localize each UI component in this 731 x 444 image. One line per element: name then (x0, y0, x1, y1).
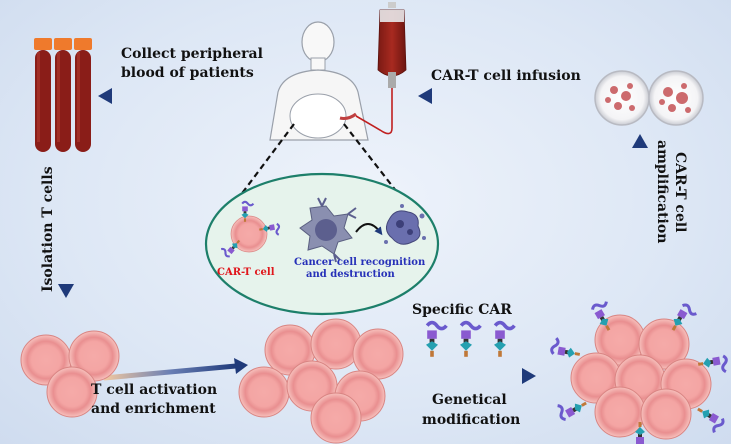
label-activation-2: and enrichment (91, 401, 216, 417)
zoom-line-left (239, 123, 295, 197)
label-amplification-1: CAR-T cell (672, 152, 688, 233)
recognition-ellipse (204, 172, 440, 316)
enriched-t-cells-group (238, 318, 404, 444)
arrow-collect-head (98, 88, 112, 104)
destroyed-cell-icon (384, 204, 426, 245)
cancer-cell-icon (299, 197, 357, 263)
car-t-cluster (549, 297, 730, 444)
arrows (58, 88, 648, 384)
arrow-infusion-head (418, 88, 432, 104)
label-genetical-2: modification (422, 412, 520, 428)
label-amplification-2: amplification (654, 140, 670, 243)
label-infusion: CAR-T cell infusion (431, 68, 581, 84)
label-isolation: Isolation T cells (40, 166, 56, 292)
zoom-line-right (343, 123, 401, 197)
label-car-t-cell: CAR-T cell (217, 267, 275, 278)
blood-tubes-icon (34, 38, 92, 152)
label-collect-2: blood of patients (121, 65, 254, 81)
label-recognition-2: and destruction (306, 269, 396, 280)
arrow-isolation-head (58, 284, 74, 298)
label-activation-1: T cell activation (91, 382, 217, 398)
destruction-arrow (355, 223, 383, 236)
specific-car-icons (424, 320, 517, 359)
arrow-genetic-head (522, 368, 536, 384)
petri-dishes-icon (594, 70, 704, 126)
arrow-amplification-head (632, 134, 648, 148)
arrow-activation-head (234, 358, 248, 374)
label-specific-car: Specific CAR (412, 302, 512, 318)
patient-icon (269, 21, 369, 141)
label-genetical-1: Genetical (432, 392, 507, 408)
arrow-activation (103, 363, 237, 381)
blood-bag-icon (355, 2, 407, 135)
label-collect-1: Collect peripheral (121, 46, 263, 62)
label-recognition-1: Cancer cell recognition (294, 257, 426, 268)
